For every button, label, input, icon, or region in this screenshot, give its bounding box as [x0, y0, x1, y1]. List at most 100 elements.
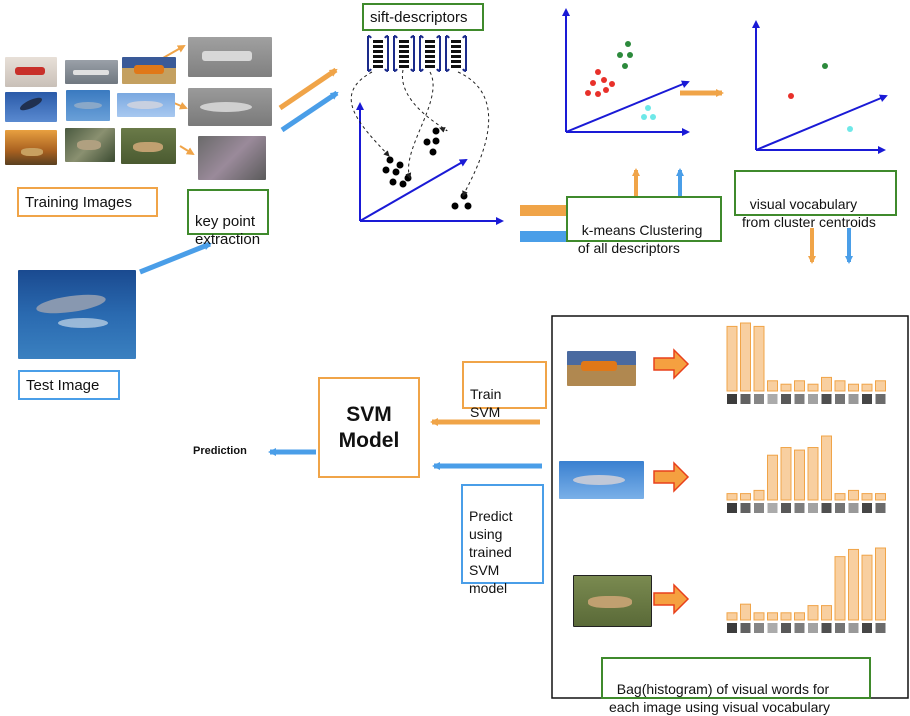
histogram-cheetah — [726, 547, 886, 633]
histogram-bar — [861, 554, 873, 621]
histogram-bar — [848, 383, 859, 392]
key-point-extraction-label: key point extraction — [187, 189, 269, 248]
prediction-label: Prediction — [193, 445, 247, 457]
visual-word-patch — [875, 394, 886, 404]
bag-of-words-label: Bag(histogram) of visual words for each … — [601, 657, 871, 715]
training-image-dolphin-1 — [5, 92, 57, 122]
histogram-bar — [821, 376, 832, 392]
training-images-text: Training Images — [25, 194, 132, 211]
visual-word-patch — [821, 503, 832, 513]
visual-word-patch — [740, 503, 751, 513]
visual-word-patch — [848, 503, 859, 513]
visual-word-patch — [767, 394, 778, 404]
visual-word-patch — [808, 394, 818, 404]
visual-word-patch — [862, 503, 872, 513]
visual-word-patch — [848, 623, 859, 633]
sift-descriptor-icons — [367, 35, 467, 72]
histogram-dolphin — [726, 435, 886, 513]
histogram-bar — [794, 380, 805, 392]
to-descriptors-arrows — [278, 67, 339, 133]
histogram-bar — [726, 612, 738, 621]
visual-word-patch — [821, 623, 832, 633]
histogram-bar — [848, 548, 859, 621]
training-to-keypoint-arrows — [162, 45, 195, 156]
visual-word-patch — [794, 394, 805, 404]
visual-word-patch — [767, 503, 778, 513]
histogram-bar — [875, 547, 886, 621]
histogram-bar — [740, 493, 751, 501]
visual-word-patch — [808, 623, 818, 633]
histogram-bar — [780, 612, 792, 621]
bag-of-words-text: Bag(histogram) of visual words for each … — [609, 681, 831, 715]
histogram-bar — [767, 454, 778, 501]
histogram-bar — [794, 612, 805, 621]
histogram-bar — [834, 556, 846, 621]
histogram-bar — [807, 383, 819, 392]
visual-word-patch — [754, 623, 764, 633]
visual-word-patch — [835, 503, 845, 513]
descriptor-plot — [350, 69, 504, 225]
training-image-dolphin-2 — [66, 90, 110, 121]
histogram-bar — [875, 380, 886, 392]
visual-word-patch — [808, 503, 818, 513]
sift-descriptors-text: sift-descriptors — [370, 9, 468, 26]
kmeans-up-arrows — [632, 168, 684, 196]
histogram-bar — [848, 489, 859, 501]
visual-word-patch — [835, 623, 845, 633]
centroids-plot — [752, 20, 888, 154]
train-svm-text: Train SVM — [470, 386, 502, 420]
keypoint-image-dolphin — [188, 88, 272, 126]
test-to-keypoint-arrow — [139, 241, 212, 275]
clusters-plot — [562, 8, 690, 136]
descriptor-icon — [367, 35, 389, 72]
histogram-bar — [807, 447, 819, 501]
visual-word-patch — [794, 503, 805, 513]
training-image-cheetah-2 — [65, 128, 115, 162]
panel-image-airplane — [567, 351, 636, 386]
svm-arrows — [268, 418, 542, 470]
visual-word-patch — [875, 623, 886, 633]
visual-word-patch — [754, 503, 764, 513]
test-image-dolphin — [18, 270, 136, 359]
histogram-bar — [821, 435, 832, 501]
histogram-bar — [821, 605, 832, 621]
training-image-dolphin-3 — [117, 93, 175, 117]
visual-word-patch — [781, 394, 791, 404]
histogram-bar — [740, 322, 751, 392]
training-image-airplane-2 — [65, 60, 118, 84]
visual-word-patch — [740, 623, 751, 633]
training-image-cheetah-3 — [121, 128, 176, 164]
histogram-bar — [875, 493, 886, 501]
histogram-bar — [767, 380, 778, 392]
kmeans-text: k-means Clustering of all descriptors — [577, 222, 703, 256]
predict-text: Predict using trained SVM model — [469, 508, 513, 596]
visual-word-patch — [848, 394, 859, 404]
histogram-bar — [726, 325, 738, 392]
key-point-extraction-text: key point extraction — [195, 213, 261, 248]
histogram-bar — [726, 493, 738, 501]
visual-word-patch — [862, 394, 872, 404]
descriptor-icon — [393, 35, 415, 72]
visual-word-patch — [781, 503, 791, 513]
visual-word-patch — [754, 394, 764, 404]
histogram-bar — [780, 383, 792, 392]
visual-word-patch — [875, 503, 886, 513]
keypoint-image-airplane — [188, 37, 272, 77]
training-image-airplane-3 — [122, 57, 176, 84]
train-svm-label: Train SVM — [462, 361, 547, 420]
test-image-text: Test Image — [26, 377, 100, 394]
visual-word-patch — [727, 623, 737, 633]
histogram-bar — [753, 489, 765, 501]
histogram-bar — [834, 493, 846, 501]
predict-label: Predict using trained SVM model — [461, 484, 544, 596]
training-image-airplane-1 — [5, 57, 57, 87]
vocabulary-down-arrows — [808, 228, 853, 264]
visual-word-patch — [767, 623, 778, 633]
histogram-bar — [780, 447, 792, 501]
visual-word-patch — [821, 394, 832, 404]
descriptor-mapping-dashes — [350, 69, 490, 197]
descriptor-icon — [419, 35, 441, 72]
svm-model-text: SVM Model — [338, 402, 400, 452]
training-image-cheetah-1 — [5, 130, 57, 165]
